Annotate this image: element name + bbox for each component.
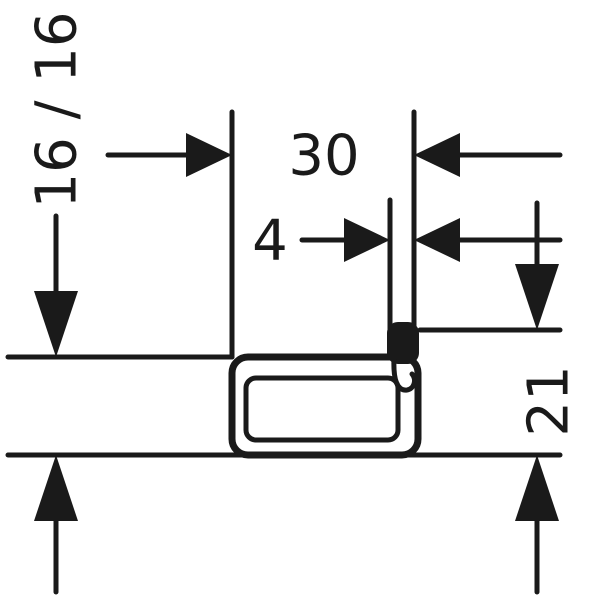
object-lines	[5, 327, 563, 458]
arrow-right-icon	[186, 133, 232, 177]
dimension-height-label: 21	[517, 365, 582, 436]
profile-outer-contour	[228, 353, 422, 459]
arrow-down-icon	[515, 264, 559, 330]
dimension-depth: 16 / 16	[25, 12, 90, 595]
arrow-up-icon	[34, 455, 78, 521]
arrow-down-icon	[34, 291, 78, 357]
arrow-right-icon	[344, 218, 390, 262]
dimension-width-label: 30	[288, 124, 359, 189]
dimension-height: 21	[515, 200, 582, 595]
dimension-width: 30	[105, 109, 563, 360]
arrow-left-icon	[414, 218, 460, 262]
dimension-depth-label: 16 / 16	[25, 12, 90, 209]
mounting-hook	[387, 322, 419, 364]
hook-curl	[391, 355, 417, 393]
profile-cross-section	[228, 322, 422, 459]
arrow-up-icon	[515, 455, 559, 521]
dimension-hook-thickness: 4	[252, 197, 563, 333]
dimension-hook-thickness-label: 4	[252, 209, 288, 274]
profile-inner-contour	[243, 375, 401, 443]
arrow-left-icon	[414, 133, 460, 177]
